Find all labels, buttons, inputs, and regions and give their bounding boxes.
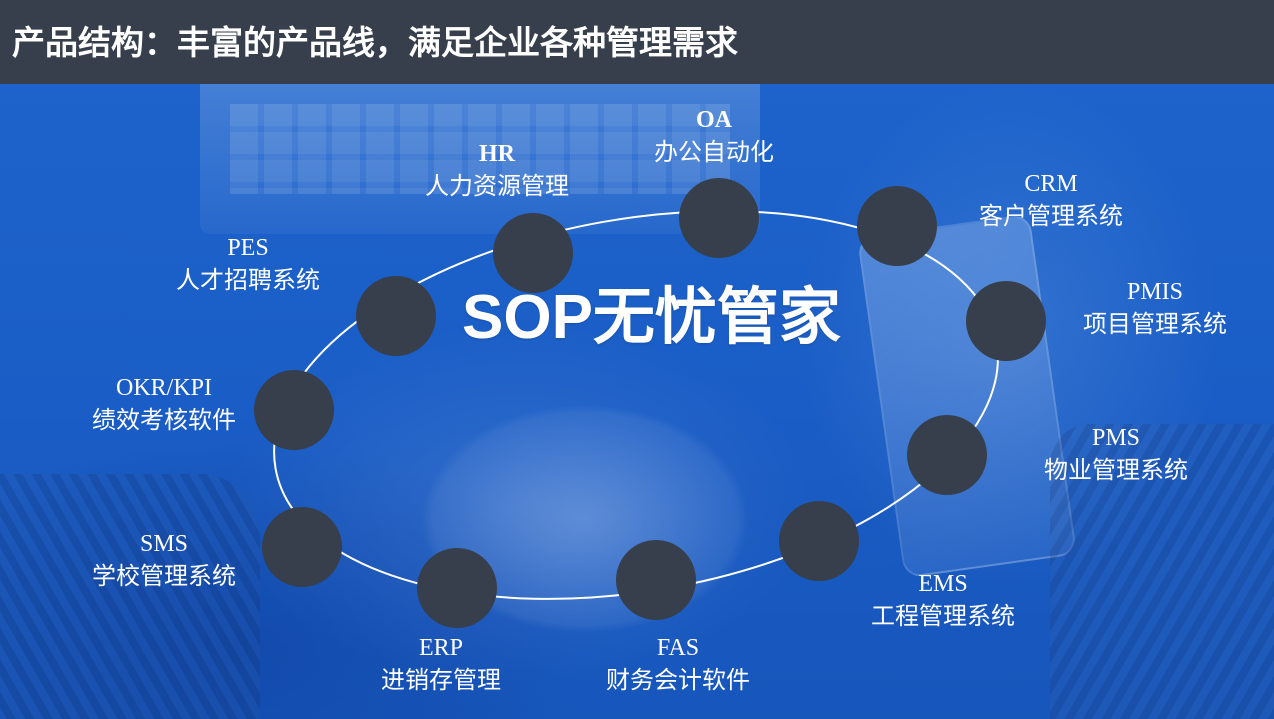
product-name: 物业管理系统 xyxy=(1044,456,1188,484)
product-node-circle xyxy=(262,507,342,587)
product-name: 学校管理系统 xyxy=(92,562,236,590)
product-node-circle xyxy=(356,276,436,356)
product-node-label: CRM 客户管理系统 xyxy=(979,172,1123,228)
product-node-label: FAS 财务会计软件 xyxy=(606,636,750,692)
product-name: 人才招聘系统 xyxy=(176,266,320,294)
product-node-label: ERP 进销存管理 xyxy=(381,636,501,692)
product-code: PES xyxy=(227,235,269,261)
title-bar: 产品结构：丰富的产品线，满足企业各种管理需求 xyxy=(0,0,1274,86)
product-code: FAS xyxy=(656,635,700,661)
product-name: 客户管理系统 xyxy=(979,202,1123,230)
product-node-circle xyxy=(616,540,696,620)
product-code: CRM xyxy=(1024,171,1078,197)
product-name: 项目管理系统 xyxy=(1083,310,1227,338)
product-node-circle xyxy=(779,501,859,581)
product-node-circle xyxy=(679,178,759,258)
product-node-label: PES 人才招聘系统 xyxy=(176,236,320,292)
product-node-circle xyxy=(966,281,1046,361)
product-name: 财务会计软件 xyxy=(606,666,750,694)
product-node-circle xyxy=(857,186,937,266)
product-code: OA xyxy=(696,107,732,133)
product-node-label: OKR/KPI 绩效考核软件 xyxy=(92,376,236,432)
product-node-label: OA 办公自动化 xyxy=(654,108,774,164)
product-node-circle xyxy=(493,213,573,293)
product-node-circle xyxy=(417,548,497,628)
product-node-label: PMS 物业管理系统 xyxy=(1044,426,1188,482)
center-title: SOP无忧管家 xyxy=(462,283,841,352)
product-code: PMS xyxy=(1091,425,1141,451)
product-code: EMS xyxy=(918,571,968,597)
product-code: PMIS xyxy=(1126,279,1184,305)
product-node-label: EMS 工程管理系统 xyxy=(871,572,1015,628)
product-node-circle xyxy=(254,370,334,450)
product-node-label: PMIS 项目管理系统 xyxy=(1083,280,1227,336)
product-name: 进销存管理 xyxy=(381,666,501,694)
product-code: OKR/KPI xyxy=(115,375,212,401)
product-name: 绩效考核软件 xyxy=(92,406,236,434)
product-name: 工程管理系统 xyxy=(871,602,1015,630)
product-code: HR xyxy=(479,141,515,167)
product-code: ERP xyxy=(418,635,463,661)
product-node-label: HR 人力资源管理 xyxy=(425,142,569,198)
product-node-label: SMS 学校管理系统 xyxy=(92,532,236,588)
product-name: 人力资源管理 xyxy=(425,172,569,200)
product-node-circle xyxy=(907,415,987,495)
product-name: 办公自动化 xyxy=(654,138,774,166)
product-code: SMS xyxy=(139,531,189,557)
page-title: 产品结构：丰富的产品线，满足企业各种管理需求 xyxy=(12,23,738,62)
